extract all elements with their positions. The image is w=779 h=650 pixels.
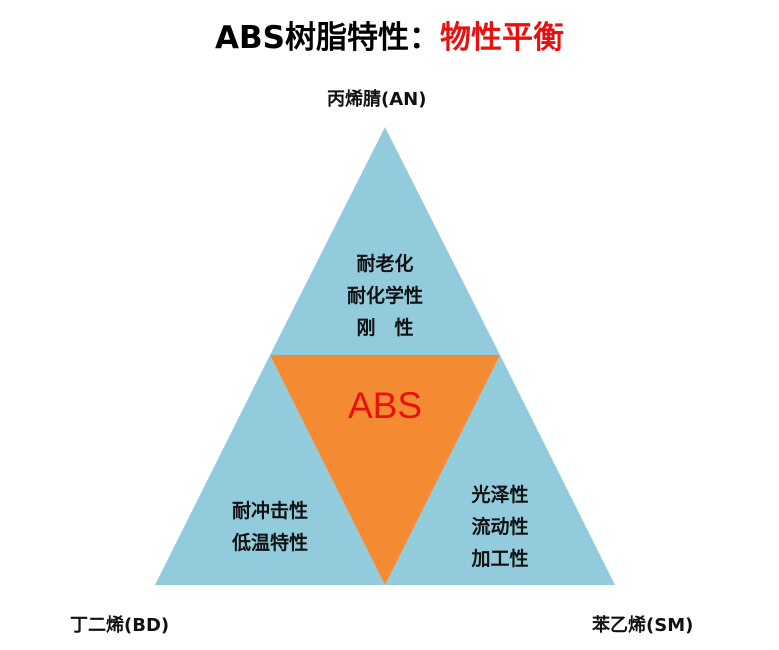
traits-top: 耐老化 耐化学性 刚 性 [325, 248, 445, 344]
trait-item: 耐老化 [356, 253, 414, 275]
traits-right: 光泽性 流动性 加工性 [440, 479, 560, 575]
page-title: ABS树脂特性：物性平衡 [0, 12, 779, 57]
trait-item: 光泽性 [471, 484, 529, 506]
triangle-center-abs [270, 355, 500, 585]
triangle-left-butadiene [155, 355, 385, 585]
trait-item: 耐化学性 [346, 285, 423, 307]
vertex-label-bottom-left: 丁二烯(BD) [70, 615, 170, 636]
triangle-top-acrylonitrile [270, 127, 500, 355]
triangle-right-styrene [385, 355, 615, 585]
title-prefix: ABS树脂特性： [215, 20, 440, 56]
center-label: ABS [347, 385, 423, 426]
trait-item: 耐冲击性 [231, 500, 308, 522]
title-accent: 物性平衡 [439, 20, 564, 56]
vertex-label-bottom-right: 苯乙烯(SM) [592, 615, 694, 636]
trait-item: 刚 性 [356, 317, 414, 339]
vertex-label-top: 丙烯腈(AN) [327, 89, 427, 110]
trait-item: 低温特性 [231, 532, 308, 554]
traits-left: 耐冲击性 低温特性 [210, 495, 330, 559]
trait-item: 加工性 [471, 548, 529, 570]
trait-item: 流动性 [471, 516, 529, 538]
